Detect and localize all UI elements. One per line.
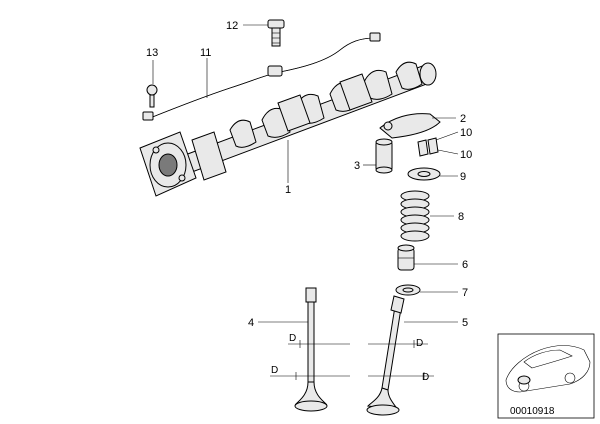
hollow-bolt[interactable]	[267, 19, 285, 47]
dimension-d-intake-upper: D	[289, 333, 296, 344]
rocker-arm[interactable]	[379, 113, 441, 139]
callout-4: 4	[248, 317, 254, 329]
thumbnail-code: 00010918	[510, 406, 555, 417]
callout-8: 8	[458, 211, 464, 223]
callout-1: 1	[285, 184, 291, 196]
callout-6: 6	[462, 259, 468, 271]
spring-seat[interactable]	[395, 284, 421, 296]
spring-retainer[interactable]	[407, 167, 441, 181]
callout-13: 13	[146, 47, 158, 59]
dimension-d-exhaust-lower: D	[422, 372, 429, 383]
callout-10b: 10	[460, 149, 472, 161]
dimension-d-intake-lower: D	[271, 365, 278, 376]
screw[interactable]	[146, 84, 158, 108]
dimension-d-exhaust-upper: D	[416, 338, 423, 349]
callout-7: 7	[462, 287, 468, 299]
exhaust-valve[interactable]	[366, 295, 405, 416]
callout-9: 9	[460, 171, 466, 183]
intake-valve[interactable]	[294, 287, 328, 412]
valve-stem-seal[interactable]	[397, 244, 415, 271]
callout-3: 3	[354, 160, 360, 172]
vehicle-thumbnail[interactable]: 00010918	[497, 333, 595, 419]
dimension-lines	[270, 340, 434, 380]
hydraulic-tappet[interactable]	[375, 138, 393, 174]
valve-clips[interactable]	[417, 137, 439, 157]
oil-pipe[interactable]	[142, 32, 381, 121]
callout-5: 5	[462, 317, 468, 329]
car-icon	[505, 345, 591, 393]
camshaft[interactable]	[139, 61, 437, 197]
valve-spring[interactable]	[400, 190, 430, 242]
callout-12: 12	[226, 20, 238, 32]
callout-10a: 10	[460, 127, 472, 139]
leader-lines	[152, 24, 459, 323]
callout-11: 11	[200, 47, 211, 59]
callout-2: 2	[460, 113, 466, 125]
